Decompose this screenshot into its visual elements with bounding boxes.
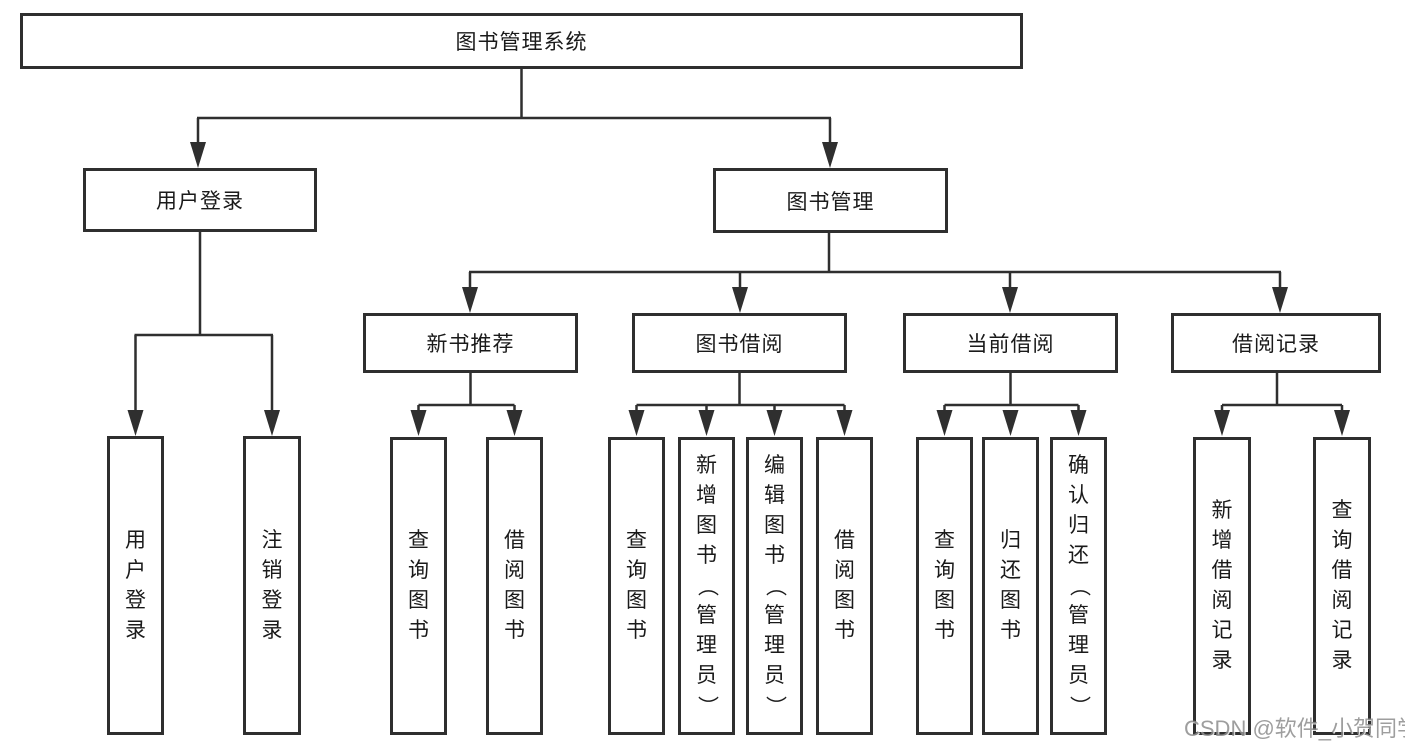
- leaf-edit-books-admin: 编辑图书（管理员）: [746, 437, 803, 735]
- node-book-management: 图书管理: [713, 168, 948, 233]
- leaf-borrow-books: 借阅图书: [816, 437, 873, 735]
- arrowhead: [190, 142, 206, 168]
- connector-line: [196, 69, 832, 144]
- node-current-borrow: 当前借阅: [903, 313, 1118, 373]
- arrowhead: [1272, 287, 1288, 313]
- arrowhead: [936, 410, 953, 436]
- csdn-watermark: CSDN @软件_小贺同学: [1184, 716, 1405, 741]
- node-user-login: 用户登录: [83, 168, 317, 232]
- leaf-query-books: 查询图书: [390, 437, 447, 735]
- leaf-query-books: 查询图书: [608, 437, 665, 735]
- arrowhead: [732, 287, 748, 313]
- connector-line: [134, 232, 274, 412]
- leaf-query-borrow-record: 查询借阅记录: [1313, 437, 1371, 735]
- connector-book-borrow-branch: [628, 373, 853, 436]
- connector-line: [943, 373, 1080, 412]
- arrowhead: [628, 410, 645, 436]
- arrowhead: [1002, 287, 1018, 313]
- connector-user-login-branch: [127, 232, 280, 436]
- leaf-user-login: 用户登录: [107, 436, 164, 735]
- leaf-add-books-admin: 新增图书（管理员）: [678, 437, 735, 735]
- connector-line: [635, 373, 846, 412]
- leaf-confirm-return-admin: 确认归还（管理员）: [1050, 437, 1107, 735]
- node-book-borrow: 图书借阅: [632, 313, 847, 373]
- node-borrow-records: 借阅记录: [1171, 313, 1381, 373]
- leaf-query-books: 查询图书: [916, 437, 973, 735]
- arrowhead: [1070, 410, 1087, 436]
- connector-line: [417, 373, 516, 412]
- node-new-book-recommend: 新书推荐: [363, 313, 578, 373]
- connector-line: [1220, 373, 1344, 412]
- arrowhead: [836, 410, 853, 436]
- arrowhead: [506, 410, 523, 436]
- connector-line: [468, 233, 1282, 289]
- connector-current-borrow-branch: [936, 373, 1087, 436]
- leaf-return-books: 归还图书: [982, 437, 1039, 735]
- leaf-logout: 注销登录: [243, 436, 301, 735]
- node-root-system: 图书管理系统: [20, 13, 1023, 69]
- connector-book-management-to-groups: [462, 233, 1288, 313]
- arrowhead: [1002, 410, 1019, 436]
- connector-new-books-branch: [410, 373, 523, 436]
- arrowhead: [410, 410, 427, 436]
- arrowhead: [822, 142, 838, 168]
- leaf-borrow-books: 借阅图书: [486, 437, 543, 735]
- leaf-add-borrow-record: 新增借阅记录: [1193, 437, 1251, 735]
- arrowhead: [462, 287, 478, 313]
- arrowhead: [698, 410, 715, 436]
- arrowhead: [264, 410, 280, 436]
- arrowhead: [1334, 410, 1350, 436]
- connector-borrow-records-branch: [1214, 373, 1350, 436]
- arrowhead: [127, 410, 144, 436]
- arrowhead: [1214, 410, 1230, 436]
- arrowhead: [766, 410, 783, 436]
- connector-root-to-level2: [190, 69, 838, 168]
